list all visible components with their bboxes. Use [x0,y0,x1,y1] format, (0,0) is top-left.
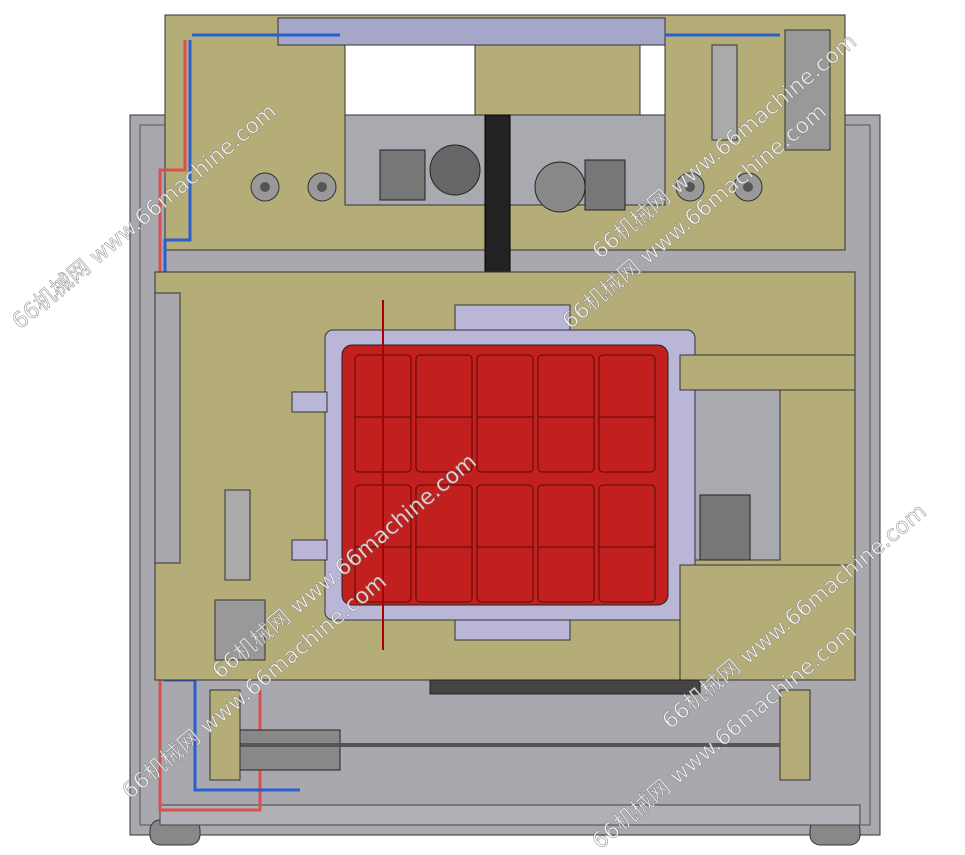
valve-manifold [784,29,831,151]
red-tray [341,344,669,606]
cable-chain [484,114,511,281]
tray-cell [598,354,656,473]
tray-cell [537,354,595,473]
tray-cell [598,484,656,603]
tray-cell [476,354,534,473]
tray-cell [476,484,534,603]
motor [379,149,426,201]
tray-cell [415,484,473,603]
top-bar [277,17,666,46]
top-plate [164,14,846,281]
tray-cell [415,354,473,473]
tray-cell [537,484,595,603]
bottom-assembly [209,679,811,781]
